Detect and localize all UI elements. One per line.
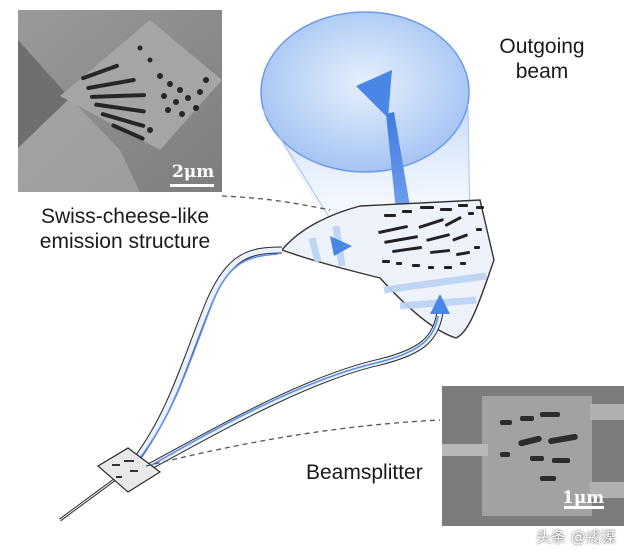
emission-line2: emission structure [39,230,211,253]
bottom-inset-scalebar-label: 1μm [562,488,605,508]
outgoing-beam-line1: Outgoing [499,35,585,58]
watermark: 头条 @戎谋 [536,528,616,546]
emission-structure-label: Swiss-cheese-like emission structure [20,204,230,254]
emission-holes [378,204,484,269]
emission-line1: Swiss-cheese-like [40,205,210,228]
guided-light-arrows [330,236,450,314]
beamsplitter-chip [96,447,162,493]
sem-inset-beamsplitter [442,386,624,526]
waveguides [59,246,444,522]
beam-direction-arrow [356,70,414,230]
sem-inset-emission [18,10,222,192]
beamsplitter-text: Beamsplitter [306,461,423,484]
outgoing-beam-label: Outgoing beam [482,34,602,84]
outgoing-beam-cone [260,11,471,228]
leader-lines [145,195,441,467]
top-inset-scalebar-label: 2μm [172,162,215,182]
beamsplitter-label: Beamsplitter [306,460,423,485]
outgoing-beam-line2: beam [515,60,569,83]
emission-structure [280,199,495,339]
